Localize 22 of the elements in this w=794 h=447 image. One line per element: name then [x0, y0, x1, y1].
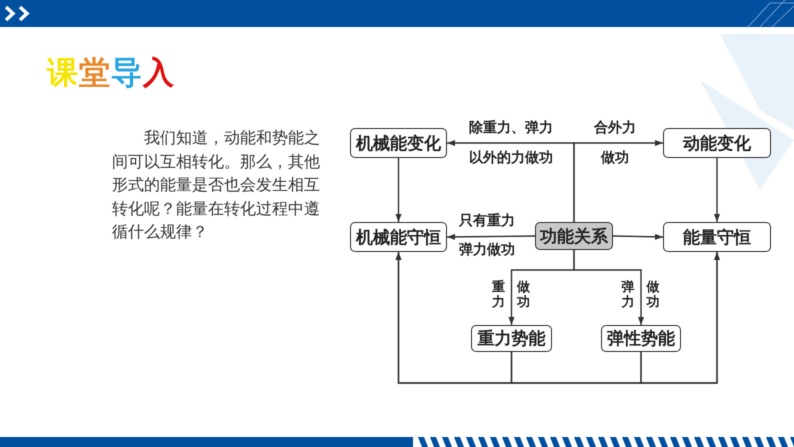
concept-box: 机械能守恒	[350, 222, 447, 252]
concept-box: 重力势能	[471, 325, 552, 352]
connector-arrow	[573, 250, 644, 325]
slide-title: 课堂导入	[47, 54, 175, 93]
connector-arrow	[714, 158, 720, 222]
edge-label: 重力做功	[492, 280, 530, 310]
connector-arrow	[447, 234, 535, 240]
concept-box: 能量守恒	[663, 222, 771, 252]
central-box: 功能关系	[535, 222, 613, 250]
edge-label: 只有重力弹力做功	[458, 212, 516, 260]
edge-label: 合外力做功	[593, 119, 637, 168]
connector-arrow	[612, 234, 664, 240]
connector-arrow	[396, 158, 402, 222]
intro-paragraph: 我们知道，动能和势能之间可以互相转化。那么，其他形式的能量是否也会发生相互转化呢？能量在转化过程中遵循什么规律？	[112, 127, 320, 243]
edge-label: 除重力、弹力以外的力做功	[468, 119, 554, 168]
edge-label: 弹力做功	[622, 280, 660, 310]
connector-arrow	[396, 252, 642, 384]
concept-box: 动能变化	[663, 128, 771, 158]
connector-arrow	[640, 252, 720, 384]
connector-arrow	[573, 140, 663, 222]
concept-box: 机械能变化	[350, 128, 447, 158]
concept-box: 弹性势能	[601, 325, 681, 352]
